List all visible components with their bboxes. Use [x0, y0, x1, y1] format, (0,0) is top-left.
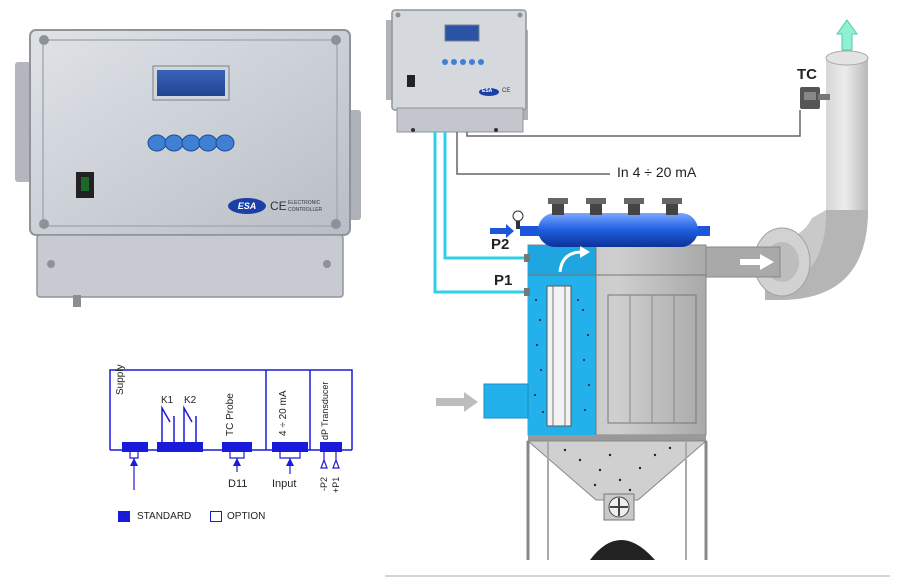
inlet-duct: [483, 383, 529, 419]
small-controller-ce: CE: [502, 88, 511, 94]
plus-p1-label: +P1: [331, 476, 341, 493]
pulse-arrow-icon: [558, 250, 583, 273]
p1-label: P1: [494, 272, 513, 289]
flow-arrow-icon: [740, 254, 774, 270]
power-switch-icon: [76, 172, 94, 198]
wiring-diagram: [109, 369, 353, 490]
air-inlet-arrow-icon: [490, 224, 514, 238]
tc-signal-wire: [466, 110, 801, 137]
legend-standard-swatch: [118, 511, 130, 522]
terminal-tc-probe: [222, 442, 252, 452]
exhaust-arrow-icon: [836, 19, 858, 51]
filter-housing: [527, 244, 707, 436]
large-controller-logo: ESA: [228, 198, 266, 214]
exhaust-duct: [705, 50, 869, 300]
inlet-arrow-icon: [436, 392, 478, 412]
p2-label: P2: [491, 236, 510, 253]
terminal-relays: [157, 442, 203, 452]
tc-label: TC: [797, 66, 817, 83]
small-controller-brand: ESA: [482, 88, 493, 94]
brand-text: ESA: [237, 201, 257, 211]
p1-tap: [524, 288, 530, 296]
dust-hopper: [526, 435, 708, 560]
terminal-label-dp: dP Transducer: [320, 381, 330, 440]
minus-p2-label: -P2: [319, 476, 329, 491]
terminal-supply: [122, 442, 148, 452]
terminal-dp: [320, 442, 342, 452]
p2-tube: [443, 132, 528, 260]
p2-tap: [524, 254, 530, 262]
terminal-4-20ma: [272, 442, 308, 452]
terminal-label-supply: Supply: [115, 364, 126, 395]
input-label: Input: [272, 478, 297, 490]
small-controller-photo: [386, 9, 528, 133]
controller-subtitle-line2: CONTROLLER: [288, 207, 323, 213]
large-controller-photo: [15, 29, 361, 307]
terminal-label-k2: K2: [184, 395, 197, 406]
legend-option-label: OPTION: [227, 511, 266, 522]
controller-subtitle-line1: ELECTRONIC: [288, 200, 321, 206]
p1-tube: [433, 132, 528, 294]
terminal-label-4-20ma: 4 ÷ 20 mA: [278, 390, 289, 436]
legend-standard-label: STANDARD: [137, 511, 192, 522]
input-signal-wire: [456, 132, 610, 175]
legend-option-swatch: [210, 511, 222, 522]
ce-mark: CE: [270, 199, 287, 213]
large-controller-keypad: [147, 134, 235, 152]
tc-probe-icon: [800, 87, 830, 109]
terminal-label-k1: K1: [161, 395, 174, 406]
compressed-air-tank: [512, 198, 710, 247]
input-signal-label: In 4 ÷ 20 mA: [617, 164, 697, 180]
terminal-label-tc-probe: TC Probe: [225, 393, 236, 436]
d11-label: D11: [228, 478, 248, 490]
